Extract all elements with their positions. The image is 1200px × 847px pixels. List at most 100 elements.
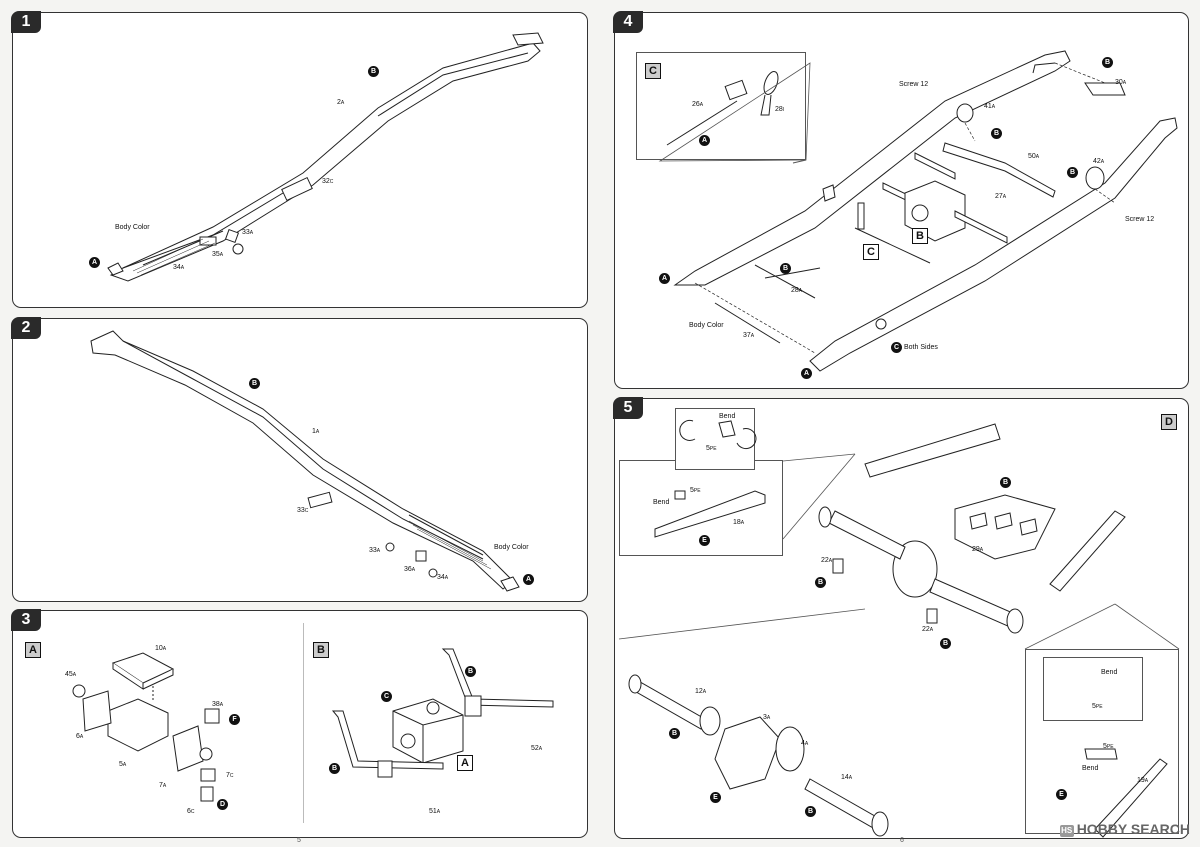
marker-a: A [523,574,534,585]
step-number: 2 [11,317,41,339]
part-label-14a: 14A [841,774,853,781]
marker-b-top: B [1102,57,1113,68]
part-label-22a-right: 22A [922,626,934,633]
marker-e-lower: E [710,792,721,803]
step-number: 5 [613,397,643,419]
part-label-37a: 37A [743,332,755,339]
part-label-27a: 27A [995,193,1007,200]
part-label-38a: 38A [212,701,224,708]
part-label-28i: 28I [775,106,785,113]
part-label-50a: 50A [1028,153,1040,160]
part-label-5pe-inset-right: 5PE [1092,703,1103,710]
frame-rail-drawing [107,32,544,282]
part-label-6a: 6A [76,733,84,740]
part-label-29a: 29A [972,546,984,553]
part-label-36a: 36A [404,566,416,573]
marker-a: A [89,257,100,268]
screw-label-top: Screw 12 [899,81,929,88]
marker-e-upper: E [699,535,710,546]
part-label-5a: 5A [119,761,127,768]
part-label-41a: 41A [984,103,996,110]
step-4-panel: 4 C 26A 28I A [613,11,1189,389]
marker-b-14: B [805,806,816,817]
screw-label-right: Screw 12 [1125,216,1155,223]
subassembly-d-label: D [1161,414,1177,430]
part-label-34a: 34A [437,574,449,581]
marker-b-22-left: B [815,577,826,588]
part-label-33a: 33A [242,229,254,236]
part-label-52a: 52A [531,745,543,752]
part-label-7c: 7C [226,772,234,779]
step-number: 4 [613,11,643,33]
chassis-frame-drawing [658,50,1178,372]
part-label-51a: 51A [429,808,441,815]
step-number: 3 [11,609,41,631]
both-sides-label: Both Sides [904,344,938,351]
watermark-logo-icon: HS [1059,825,1074,837]
body-color-label: Body Color [115,224,150,231]
marker-a: A [699,135,710,146]
subassembly-b-label: B [313,642,329,658]
part-label-33c: 33C [297,507,309,514]
marker-d: D [217,799,228,810]
part-label-12a: 12A [695,688,707,695]
page-number-right: 6 [900,837,904,844]
body-color-label: Body Color [494,544,529,551]
bend-label-3: Bend [1101,669,1118,676]
step-number: 1 [11,11,41,33]
step-2-panel: 2 B 1A 33C 33A 36A 34A Body Color A [11,317,588,602]
inset-c-label: C [645,63,661,79]
subassembly-c-ref-box: C [863,244,879,260]
part-label-26a: 26A [692,101,704,108]
part-label-18a: 18A [733,519,745,526]
body-color-label: Body Color [689,322,724,329]
marker-b-28: B [780,263,791,274]
marker-b-upper: B [465,666,476,677]
marker-e-right: E [1056,789,1067,800]
part-label-28a: 28A [791,287,803,294]
frame-rail-drawing [90,330,520,592]
bend-label-2: Bend [653,499,670,506]
page-number-left: 5 [297,837,301,844]
marker-b: B [368,66,379,77]
marker-b: B [249,378,260,389]
part-label-10a: 10A [155,645,167,652]
part-label-35a: 35A [212,251,224,258]
part-label-19a: 19A [1137,777,1149,784]
panel-divider [303,623,304,823]
marker-b-29: B [1000,477,1011,488]
part-label-5pe: 5PE [690,487,701,494]
part-label-22a-left: 22A [821,557,833,564]
marker-b-41: B [991,128,1002,139]
subassembly-drawing [72,648,554,802]
inset-c: C 26A 28I A [636,52,806,160]
part-label-45a: 45A [65,671,77,678]
subassembly-b-ref-box: B [912,228,928,244]
part-label-6c: 6C [187,808,195,815]
part-label-7a: 7A [159,782,167,789]
step-5-panel: 5 D [613,397,1189,839]
part-label-32c: 32C [322,178,334,185]
part-label-33a: 33A [369,547,381,554]
subassembly-a-ref-box: A [457,755,473,771]
part-label-2a: 2A [337,99,345,106]
bend-label-4: Bend [1082,765,1099,772]
part-label-1a: 1A [312,428,320,435]
marker-b-lower: B [329,763,340,774]
rear-axle-drawing [618,419,1180,838]
marker-b-42: B [1067,167,1078,178]
part-label-3a: 3A [763,714,771,721]
part-label-4a: 4A [801,740,809,747]
bend-label-1: Bend [719,413,736,420]
part-label-34a: 34A [173,264,185,271]
step-1-panel: 1 B 2A 32C 33A 35A 34A Body Color A [11,11,588,308]
inset-c-drawing [666,71,779,146]
part-label-30a: 30A [1115,79,1127,86]
part-label-42a: 42A [1093,158,1105,165]
marker-b-12: B [669,728,680,739]
marker-c: C [381,691,392,702]
step-3-panel: 3 A B 10A 45A 6A 5A [11,609,588,838]
subassembly-a-label: A [25,642,41,658]
part-label-5pe-right: 5PE [1103,743,1114,750]
